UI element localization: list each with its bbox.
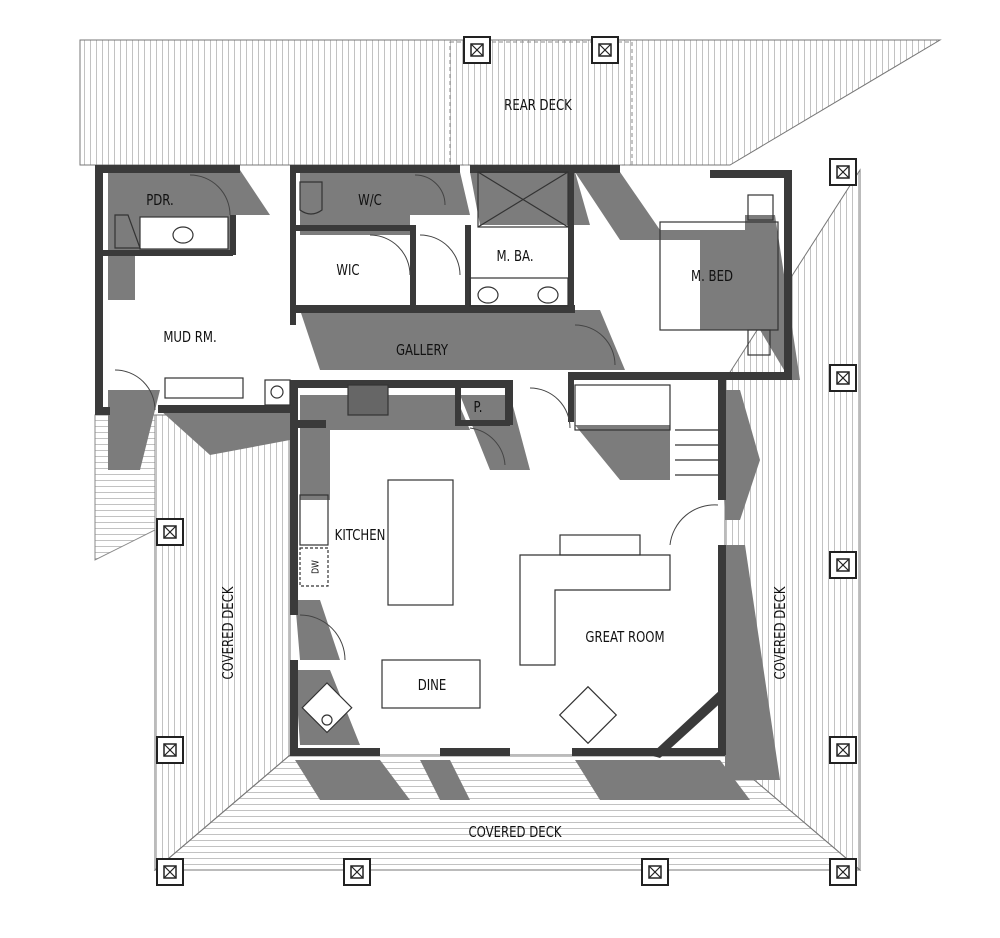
label-covered-deck-bottom: COVERED DECK [468,823,562,841]
label-powder: PDR. [146,191,174,209]
label-dishwasher: DW [310,560,322,574]
label-water-closet: W/C [358,191,382,209]
door-swings [114,174,719,661]
label-master-bath: M. BA. [496,247,534,265]
label-master-bed: M. BED [691,267,733,285]
label-kitchen: KITCHEN [334,526,386,544]
walls [95,165,792,758]
label-rear-deck: REAR DECK [504,96,572,114]
label-gallery: GALLERY [395,341,449,359]
label-mud-room: MUD RM. [163,328,217,346]
label-great-room: GREAT ROOM [585,628,665,646]
cast-shadows [108,170,800,800]
label-walk-in-closet: WIC [336,261,360,279]
label-covered-deck-left: COVERED DECK [219,586,237,680]
rear-deck [79,39,942,166]
label-covered-deck-right: COVERED DECK [771,586,789,680]
fixtures [114,171,779,745]
label-pantry: P. [473,398,483,416]
label-dine: DINE [417,676,447,694]
